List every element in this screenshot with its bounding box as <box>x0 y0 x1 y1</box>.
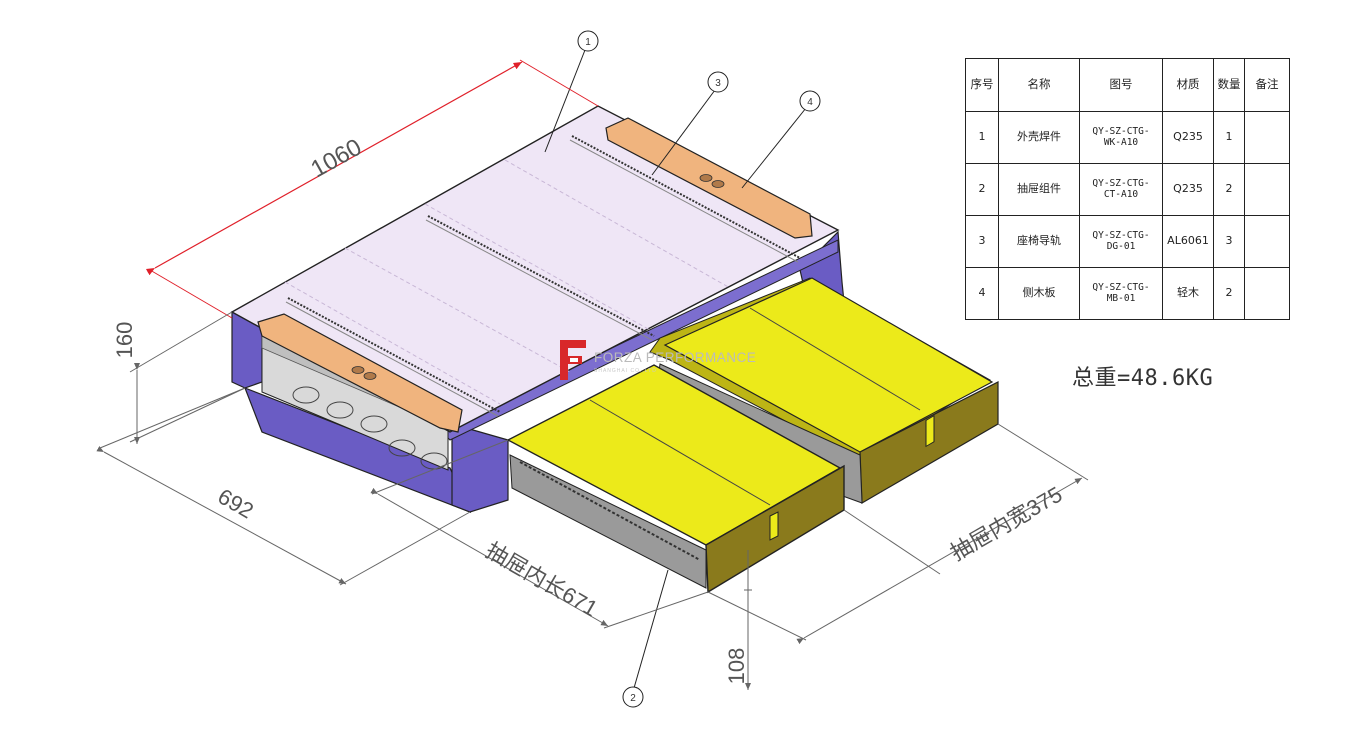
bom-code-line: WK-A10 <box>1103 136 1139 148</box>
bom-header-cell: 数量 <box>1213 58 1245 112</box>
bom-code-line: QY-SZ-CTG- <box>1092 229 1150 241</box>
balloon-3: 3 <box>707 71 729 93</box>
bom-note <box>1244 111 1290 164</box>
svg-text:4: 4 <box>807 97 813 108</box>
bom-no: 3 <box>965 215 999 268</box>
svg-text:抽屉内宽375: 抽屉内宽375 <box>946 481 1067 565</box>
bom-header-cell: 序号 <box>965 58 999 112</box>
bom-header-cell: 图号 <box>1079 58 1163 112</box>
bom-header-cell: 名称 <box>998 58 1080 112</box>
svg-text:1: 1 <box>585 37 591 48</box>
bom-note <box>1244 215 1290 268</box>
bom-material: AL6061 <box>1162 215 1214 268</box>
balloon-leaders <box>544 49 807 689</box>
svg-text:3: 3 <box>715 78 721 89</box>
bom-qty: 1 <box>1213 111 1245 164</box>
table-row: 4 侧木板 QY-SZ-CTG-MB-01 轻木 2 <box>965 267 1290 320</box>
bom-code: QY-SZ-CTG-CT-A10 <box>1079 163 1163 216</box>
logo-subtext: SHANGHAI CO.,LTD <box>594 368 657 374</box>
bom-code-line: QY-SZ-CTG- <box>1092 281 1150 293</box>
table-row: 3 座椅导轨 QY-SZ-CTG-DG-01 AL6061 3 <box>965 215 1290 268</box>
svg-text:1060: 1060 <box>306 134 366 183</box>
svg-text:160: 160 <box>112 322 137 359</box>
bom-name: 抽屉组件 <box>998 163 1080 216</box>
bom-note <box>1244 163 1290 216</box>
bom-code: QY-SZ-CTG-DG-01 <box>1079 215 1163 268</box>
balloon-4: 4 <box>799 90 821 112</box>
total-weight: 总重=48.6KG <box>1072 366 1214 391</box>
svg-text:108: 108 <box>724 648 749 685</box>
bom-name: 侧木板 <box>998 267 1080 320</box>
bom-code-line: QY-SZ-CTG- <box>1092 177 1150 189</box>
bom-name: 外壳焊件 <box>998 111 1080 164</box>
bom-material: Q235 <box>1162 163 1214 216</box>
bom-code-line: QY-SZ-CTG- <box>1092 125 1150 137</box>
table-row: 1 外壳焊件 QY-SZ-CTG-WK-A10 Q235 1 <box>965 111 1290 164</box>
svg-text:2: 2 <box>630 693 636 704</box>
bom-name: 座椅导轨 <box>998 215 1080 268</box>
bom-header-cell: 备注 <box>1244 58 1290 112</box>
table-row: 2 抽屉组件 QY-SZ-CTG-CT-A10 Q235 2 <box>965 163 1290 216</box>
bom-header-cell: 材质 <box>1162 58 1214 112</box>
bom-material: 轻木 <box>1162 267 1214 320</box>
bom-qty: 2 <box>1213 267 1245 320</box>
bom-code-line: CT-A10 <box>1103 188 1139 200</box>
svg-text:抽屉内长671: 抽屉内长671 <box>481 537 602 621</box>
bom-no: 2 <box>965 163 999 216</box>
bom-qty: 3 <box>1213 215 1245 268</box>
bom-note <box>1244 267 1290 320</box>
bill-of-materials-table: 序号 名称 图号 材质 数量 备注 1 外壳焊件 QY-SZ-CTG-WK-A1… <box>965 58 1290 320</box>
bom-no: 1 <box>965 111 999 164</box>
svg-text:692: 692 <box>214 483 258 523</box>
bom-code: QY-SZ-CTG-WK-A10 <box>1079 111 1163 164</box>
company-logo: FORZA PERFORMANCE SHANGHAI CO.,LTD <box>556 338 766 382</box>
balloon-1: 1 <box>577 30 599 52</box>
bom-no: 4 <box>965 267 999 320</box>
bom-qty: 2 <box>1213 163 1245 216</box>
balloon-2: 2 <box>622 686 644 708</box>
logo-text: FORZA PERFORMANCE <box>594 350 757 365</box>
dim-drawer-height: 108 <box>724 550 752 690</box>
bom-code-line: DG-01 <box>1106 240 1136 252</box>
bom-code: QY-SZ-CTG-MB-01 <box>1079 267 1163 320</box>
bom-material: Q235 <box>1162 111 1214 164</box>
forza-logo-icon <box>560 340 586 380</box>
wood-side-panels <box>257 117 813 433</box>
bom-code-line: MB-01 <box>1106 292 1136 304</box>
bom-header-row: 序号 名称 图号 材质 数量 备注 <box>965 58 1290 112</box>
dim-height: 160 <box>112 311 246 444</box>
